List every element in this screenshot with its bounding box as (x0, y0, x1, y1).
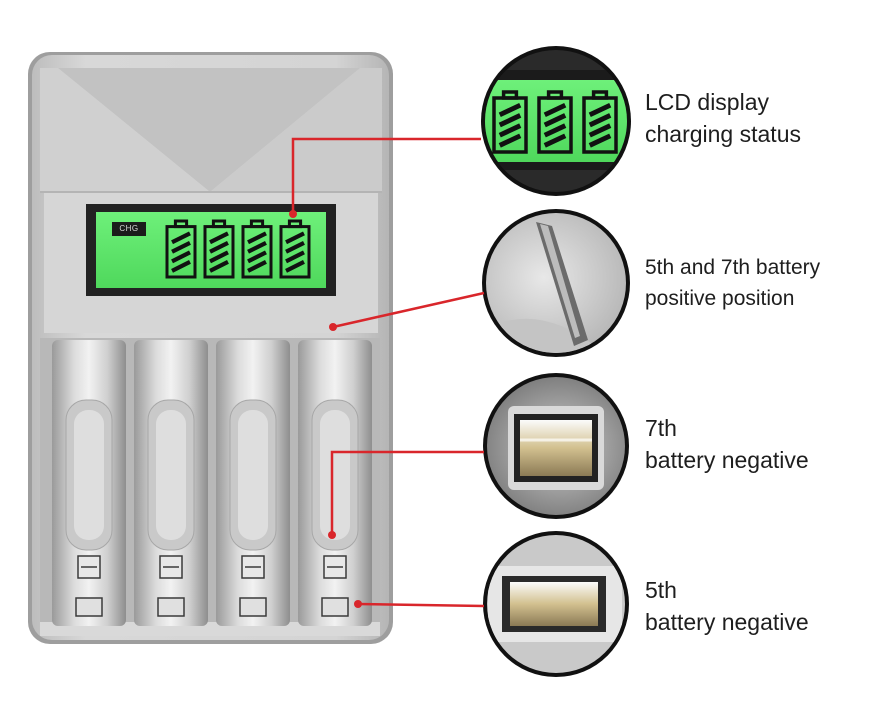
callout-label-neg5: 5th battery negative (645, 574, 809, 638)
callout-line-neg5 (357, 602, 485, 608)
callout-label-neg7-line2: battery negative (645, 447, 809, 473)
positive-contact-closeup (482, 209, 630, 357)
callout-label-neg7: 7th battery negative (645, 412, 809, 476)
zoom-battery-icon (492, 90, 528, 154)
negative-contact-closeup-5th (483, 531, 629, 677)
callout-label-positive-line2: positive position (645, 287, 795, 310)
battery-slots (52, 340, 372, 626)
lcd-battery-icon (241, 219, 273, 279)
lcd-battery-icon (279, 219, 311, 279)
callout-dots (289, 210, 362, 608)
callout-lines (291, 137, 485, 608)
chg-indicator: CHG (112, 222, 146, 236)
zoom-battery-icons (492, 90, 618, 154)
battery-slot (52, 340, 126, 626)
callout-line-neg7 (330, 450, 484, 535)
negative-contact-closeup (483, 373, 629, 519)
callout-label-lcd-line2: charging status (645, 121, 801, 147)
callout-label-neg7-line1: 7th (645, 415, 677, 441)
callout-label-neg5-line1: 5th (645, 577, 677, 603)
lcd-battery-icons (165, 219, 311, 279)
callout-label-lcd-line1: LCD display (645, 89, 769, 115)
zoom-battery-icon (537, 90, 573, 154)
callout-label-positive: 5th and 7th battery positive position (645, 252, 820, 314)
battery-slot (134, 340, 208, 626)
zoom-battery-icon (582, 90, 618, 154)
battery-slot (298, 340, 372, 626)
battery-slot (216, 340, 290, 626)
callout-label-positive-line1: 5th and 7th battery (645, 256, 821, 279)
lcd-battery-icon (203, 219, 235, 279)
callout-line-positive (332, 291, 485, 329)
callout-line-lcd (291, 137, 481, 214)
lcd-zoom-detail (481, 46, 631, 196)
callout-label-lcd: LCD display charging status (645, 86, 801, 150)
lcd-battery-icon (165, 219, 197, 279)
callout-label-neg5-line2: battery negative (645, 609, 809, 635)
